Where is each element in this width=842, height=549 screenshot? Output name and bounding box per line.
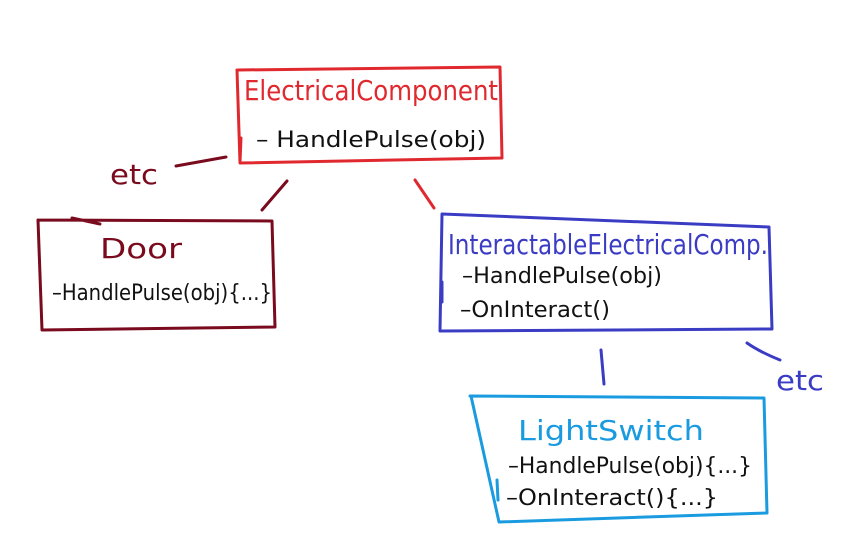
edge-electrical-to-door	[260, 179, 289, 212]
edge-electrical-etc	[174, 155, 228, 168]
interactable-electrical-comp-member-2: –OnInteract()	[460, 298, 610, 323]
electrical-component-title: ElectricalComponent	[244, 74, 498, 107]
door-member-1: –HandlePulse(obj){...}	[52, 281, 272, 306]
light-switch-member-1: –HandlePulse(obj){...}	[508, 454, 752, 479]
interactable-electrical-comp-box	[438, 212, 774, 333]
edge-electrical-to-interactable	[413, 178, 436, 210]
electrical-component-node: ElectricalComponent – HandlePulse(obj)	[235, 65, 504, 165]
edge-interactable-etc	[745, 341, 782, 362]
interactable-electrical-comp-member-1: –HandlePulse(obj)	[462, 264, 662, 289]
edge-interactable-to-lightswitch	[599, 348, 606, 386]
etc-left-label: etc	[110, 158, 158, 191]
interactable-electrical-comp-node: InteractableElectricalComp. –HandlePulse…	[438, 212, 774, 333]
interactable-electrical-comp-title: InteractableElectricalComp.	[448, 228, 768, 261]
electrical-component-box	[235, 65, 504, 165]
door-title: Door	[100, 232, 183, 265]
light-switch-title: LightSwitch	[518, 414, 704, 447]
etc-right-label: etc	[776, 364, 824, 397]
electrical-component-member-1: – HandlePulse(obj)	[256, 128, 486, 153]
door-box	[36, 216, 277, 332]
light-switch-box	[468, 394, 769, 524]
door-node: Door –HandlePulse(obj){...}	[36, 216, 277, 332]
light-switch-node: LightSwitch –HandlePulse(obj){...} –OnIn…	[468, 394, 769, 524]
light-switch-member-2: –OnInteract(){...}	[506, 486, 718, 511]
